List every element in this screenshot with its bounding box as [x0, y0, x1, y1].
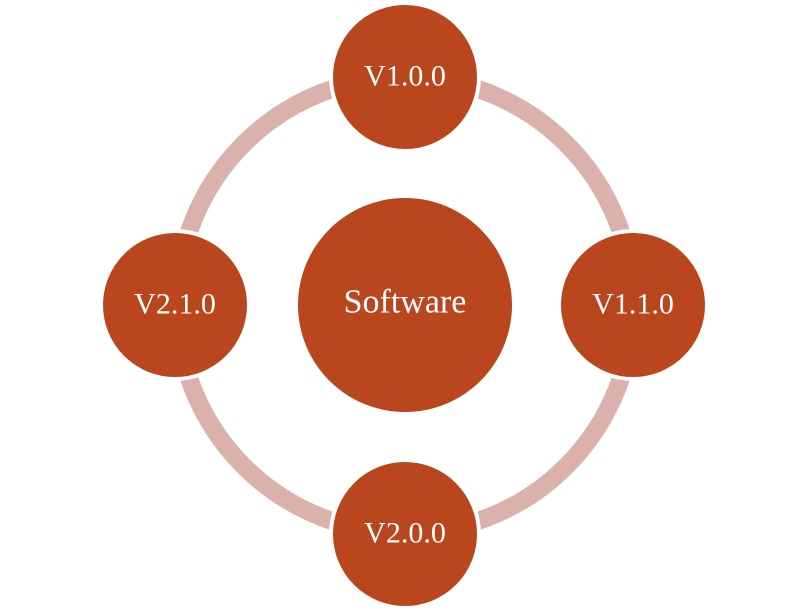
node-right: V1.1.0	[557, 229, 709, 381]
node-left: V2.1.0	[99, 229, 251, 381]
node-label: V2.1.0	[134, 288, 216, 321]
center-node: Software	[298, 198, 512, 412]
node-label: V1.1.0	[592, 288, 674, 321]
node-label: V2.0.0	[364, 517, 446, 550]
node-bottom: V2.0.0	[329, 458, 481, 610]
node-top: V1.0.0	[329, 1, 481, 153]
center-label: Software	[344, 284, 467, 321]
node-label: V1.0.0	[364, 60, 446, 93]
